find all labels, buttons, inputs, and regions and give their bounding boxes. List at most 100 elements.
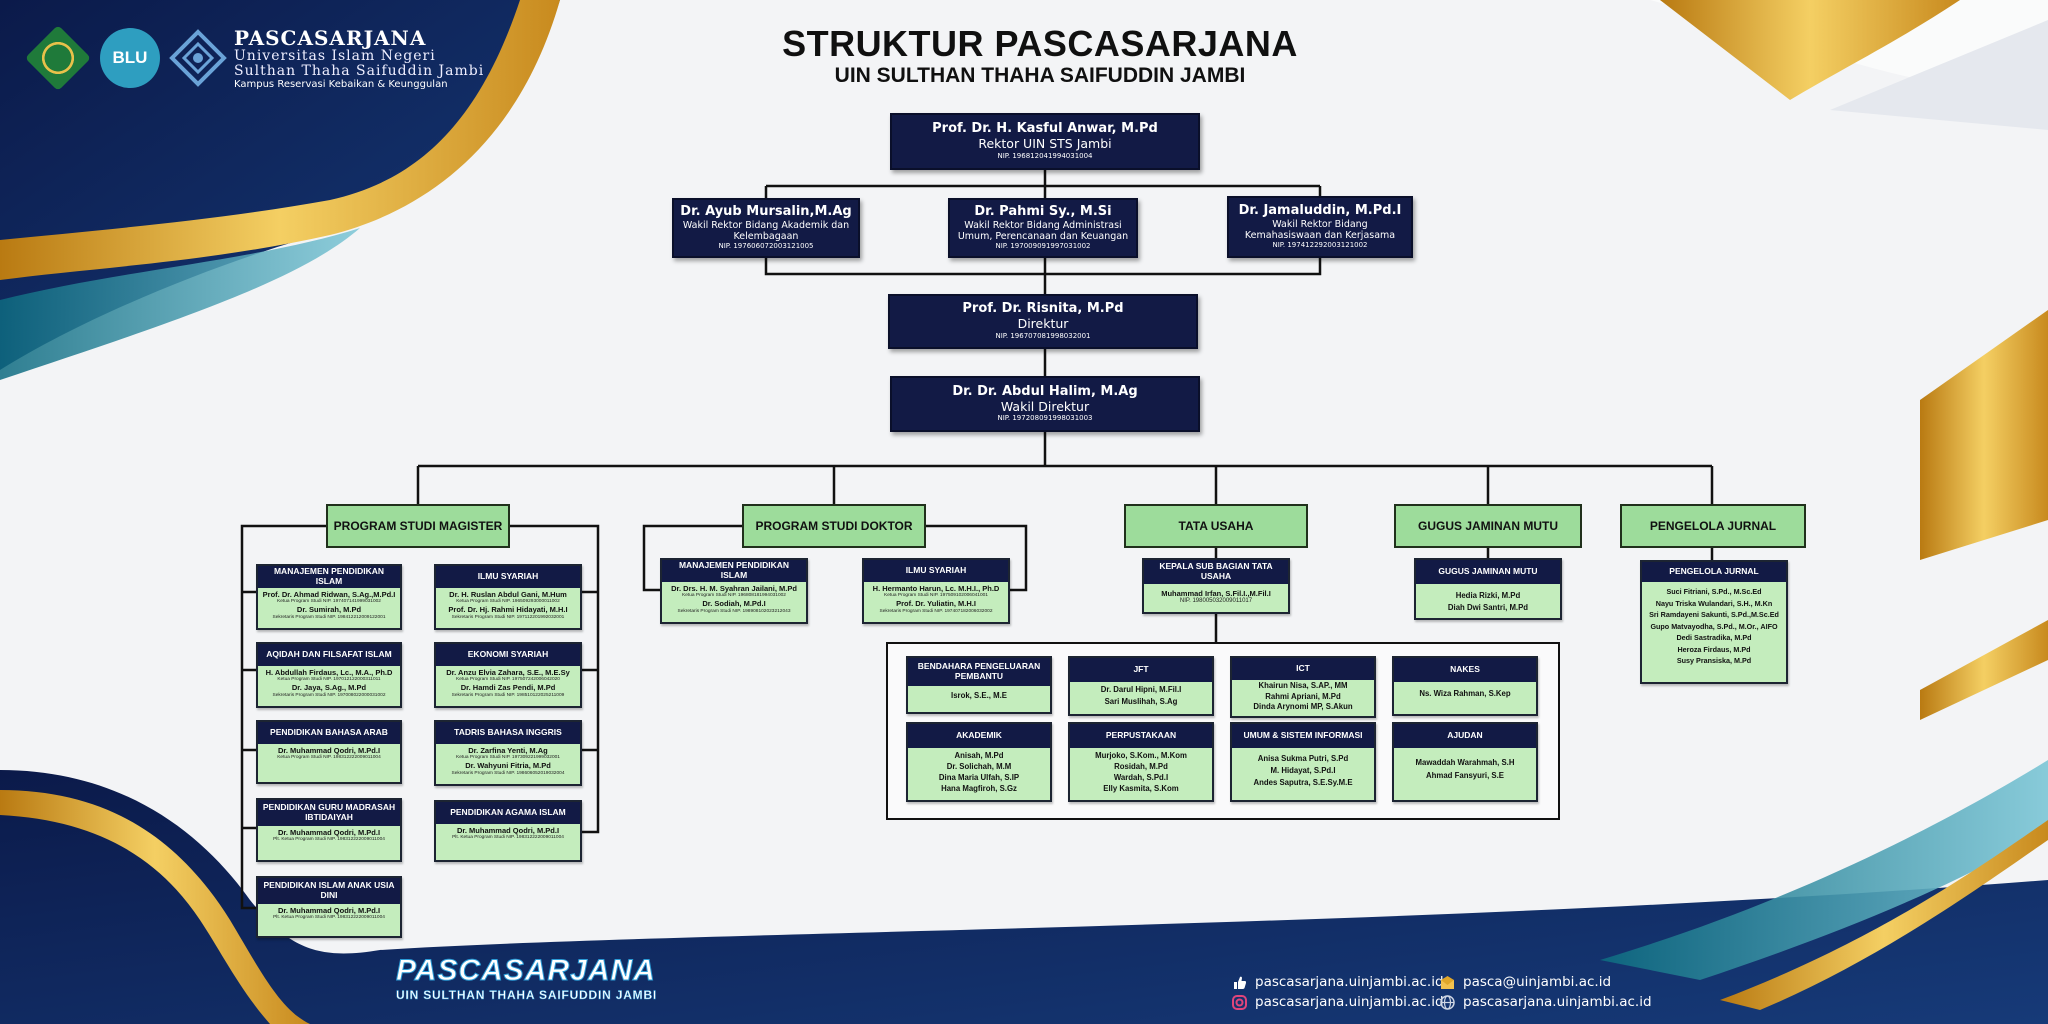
email-icon xyxy=(1440,975,1455,990)
card-title: PENGELOLA JURNAL xyxy=(1642,562,1786,582)
ketua-name: Dr. Muhammad Qodri, M.Pd.I xyxy=(456,826,560,835)
rektor-nip: NIP. 196812041994031004 xyxy=(997,151,1093,160)
page-subtitle: UIN SULTHAN THAHA SAIFUDDIN JAMBI xyxy=(834,64,1246,87)
sekretaris-caption: Sekretaris Program Studi NIP. 1989081020… xyxy=(677,608,791,614)
staff-name: Ahmad Fansyuri, S.E xyxy=(1426,771,1504,781)
unit-pengelola-jurnal: PENGELOLA JURNAL xyxy=(1620,504,1806,548)
instagram-link[interactable]: pascasarjana.uinjambi.ac.id xyxy=(1232,994,1444,1010)
page-title-block: STRUKTUR PASCASARJANA UIN SULTHAN THAHA … xyxy=(640,23,1440,88)
sekretaris-caption: Sekretaris Program Studi NIP. 1971122019… xyxy=(451,614,565,620)
ketua-caption: Plt. Ketua Program Studi NIP. 1983122220… xyxy=(273,915,385,921)
magister-program-card: ILMU SYARIAH Dr. H. Ruslan Abdul Gani, M… xyxy=(434,564,582,630)
rektor-box: Prof. Dr. H. Kasful Anwar, M.Pd Rektor U… xyxy=(890,113,1200,170)
magister-program-card: MANAJEMEN PENDIDIKAN ISLAM Prof. Dr. Ahm… xyxy=(256,564,402,630)
ketua-name: H. Abdullah Firdaus, Lc., M.A., Ph.D xyxy=(265,668,393,677)
kasubag-name: Muhammad Irfan, S.Fil.I.,M.Fil.I xyxy=(1161,589,1271,598)
blu-logo-icon: BLU xyxy=(100,28,160,88)
card-title: PENDIDIKAN ISLAM ANAK USIA DINI xyxy=(258,878,400,904)
ketua-caption: Ketua Program Studi NIP. 197509102006041… xyxy=(884,593,988,599)
logo-title: PASCASARJANA xyxy=(234,26,427,50)
website-link[interactable]: pascasarjana.uinjambi.ac.id xyxy=(1440,994,1652,1010)
wr2-nip: NIP. 197009091997031002 xyxy=(995,242,1091,251)
direktur-name: Prof. Dr. Risnita, M.Pd xyxy=(962,301,1124,317)
footer-brand-sub: UIN SULTHAN THAHA SAIFUDDIN JAMBI xyxy=(396,988,658,1002)
wakil-direktur-box: Dr. Dr. Abdul Halim, M.Ag Wakil Direktur… xyxy=(890,376,1200,432)
staff-name: Sari Muslihah, S.Ag xyxy=(1104,697,1178,707)
facebook-link[interactable]: pascasarjana.uinjambi.ac.id xyxy=(1232,974,1444,990)
card-title: PENDIDIKAN BAHASA ARAB xyxy=(258,722,400,744)
ketua-caption: Ketua Program Studi NIP. 196509293000011… xyxy=(456,599,560,605)
institution-name-block: PASCASARJANA Universitas Islam Negeri Su… xyxy=(234,28,484,91)
direktur-role: Direktur xyxy=(1017,316,1069,332)
instagram-text: pascasarjana.uinjambi.ac.id xyxy=(1255,994,1444,1010)
direktur-nip: NIP. 196707081998032001 xyxy=(995,331,1091,340)
wr2-role: Wakil Rektor Bidang Administrasi Umum, P… xyxy=(957,219,1129,242)
staff-name: Ns. Wiza Rahman, S.Kep xyxy=(1419,689,1511,698)
rektor-role: Rektor UIN STS Jambi xyxy=(978,136,1112,152)
sekretaris-name: Dr. Hamdi Zas Pendi, M.Pd xyxy=(460,683,556,693)
card-title: PENDIDIKAN AGAMA ISLAM xyxy=(436,802,580,824)
magister-program-card: EKONOMI SYARIAH Dr. Anzu Elvia Zahara, S… xyxy=(434,642,582,708)
magister-program-card: PENDIDIKAN ISLAM ANAK USIA DINI Dr. Muha… xyxy=(256,876,402,938)
card-title: BENDAHARA PENGELUARAN PEMBANTU xyxy=(908,658,1050,686)
logo-campus-name: Sulthan Thaha Saifuddin Jambi xyxy=(234,62,485,79)
ketua-name: Dr. Muhammad Qodri, M.Pd.I xyxy=(277,828,381,837)
tata-usaha-unit-card: UMUM & SISTEM INFORMASI Anisa Sukma Putr… xyxy=(1230,722,1376,802)
website-text: pascasarjana.uinjambi.ac.id xyxy=(1463,994,1652,1010)
sekretaris-caption: Sekretaris Program Studi NIP. 1985101220… xyxy=(451,692,565,698)
unit-doktor: PROGRAM STUDI DOKTOR xyxy=(742,504,926,548)
ketua-name: Dr. Anzu Elvia Zahara, S.E., M.E.Sy xyxy=(446,668,570,677)
rektor-name: Prof. Dr. H. Kasful Anwar, M.Pd xyxy=(932,121,1158,137)
ketua-caption: Ketua Program Studi NIP. 197407141999031… xyxy=(277,599,381,605)
staff-name: Dr. Solichah, M.M xyxy=(946,761,1012,771)
ketua-name: Dr. H. Ruslan Abdul Gani, M.Hum xyxy=(449,590,567,599)
staff-name: Heroza Firdaus, M.Pd xyxy=(1677,644,1751,654)
wadir-nip: NIP. 197208091998031003 xyxy=(997,414,1093,423)
facebook-icon xyxy=(1232,975,1247,990)
uin-logo-icon xyxy=(168,28,228,88)
card-title: TADRIS BAHASA INGGRIS xyxy=(436,722,580,744)
sekretaris-name: Dr. Wahyuni Fitria, M.Pd xyxy=(465,761,551,771)
ketua-name: Prof. Dr. Ahmad Ridwan, S.Ag.,M.Pd.I xyxy=(262,590,396,599)
card-title: EKONOMI SYARIAH xyxy=(436,644,580,666)
wr1-name: Dr. Ayub Mursalin,M.Ag xyxy=(680,203,852,219)
ketua-caption: Ketua Program Studi NIP. 197507242006042… xyxy=(456,677,560,683)
wr3-role: Wakil Rektor Bidang Kemahasiswaan dan Ke… xyxy=(1244,218,1396,241)
staff-name: Gupo Matvayodha, S.Pd., M.Or., AIFO xyxy=(1650,621,1778,631)
sekretaris-name: Dr. Jaya, S.Ag., M.Pd xyxy=(291,683,367,693)
staff-name: Dedi Sastradika, M.Pd xyxy=(1676,633,1752,643)
wr1-role: Wakil Rektor Bidang Akademik dan Kelemba… xyxy=(682,219,850,242)
wadir-role: Wakil Direktur xyxy=(1000,398,1090,414)
magister-program-card: PENDIDIKAN AGAMA ISLAM Dr. Muhammad Qodr… xyxy=(434,800,582,862)
ketua-caption: Plt. Ketua Program Studi NIP. 1983122220… xyxy=(452,835,564,841)
card-title: AKADEMIK xyxy=(908,724,1050,748)
footer-brand-name: PASCASARJANA xyxy=(395,954,656,987)
wadir-name: Dr. Dr. Abdul Halim, M.Ag xyxy=(952,383,1138,399)
page-title: STRUKTUR PASCASARJANA xyxy=(782,23,1298,64)
unit-tata-usaha: TATA USAHA xyxy=(1124,504,1308,548)
logo-tagline: Kampus Reservasi Kebaikan & Keunggulan xyxy=(234,79,448,91)
staff-name: Andes Saputra, S.E.Sy.M.E xyxy=(1253,778,1353,788)
staff-name: Mawaddah Warahmah, S.H xyxy=(1415,758,1515,767)
staff-name: Hana Magfiroh, S.Gz xyxy=(941,783,1017,793)
wr2-name: Dr. Pahmi Sy., M.Si xyxy=(974,203,1112,219)
sekretaris-caption: Sekretaris Program Studi NIP. 1970080220… xyxy=(272,692,386,698)
card-title: UMUM & SISTEM INFORMASI xyxy=(1232,724,1374,748)
card-title: PENDIDIKAN GURU MADRASAH IBTIDAIYAH xyxy=(258,800,400,826)
unit-gugus-jaminan-mutu: GUGUS JAMINAN MUTU xyxy=(1394,504,1582,548)
card-title: PERPUSTAKAAN xyxy=(1070,724,1212,748)
magister-program-card: PENDIDIKAN BAHASA ARAB Dr. Muhammad Qodr… xyxy=(256,720,402,784)
instagram-icon xyxy=(1232,994,1247,1010)
email-link[interactable]: pasca@uinjambi.ac.id xyxy=(1440,974,1611,990)
wakil-rektor-3-box: Dr. Jamaluddin, M.Pd.I Wakil Rektor Bida… xyxy=(1227,196,1413,258)
staff-name: Susy Pransiska, M.Pd xyxy=(1676,656,1752,666)
staff-name: Khairun Nisa, S.AP., MM xyxy=(1258,681,1348,690)
staff-name: Dina Maria Ulfah, S.IP xyxy=(938,772,1020,782)
ketua-caption: Ketua Program Studi NIP. 197012122000311… xyxy=(277,677,381,683)
email-text: pasca@uinjambi.ac.id xyxy=(1463,974,1612,990)
